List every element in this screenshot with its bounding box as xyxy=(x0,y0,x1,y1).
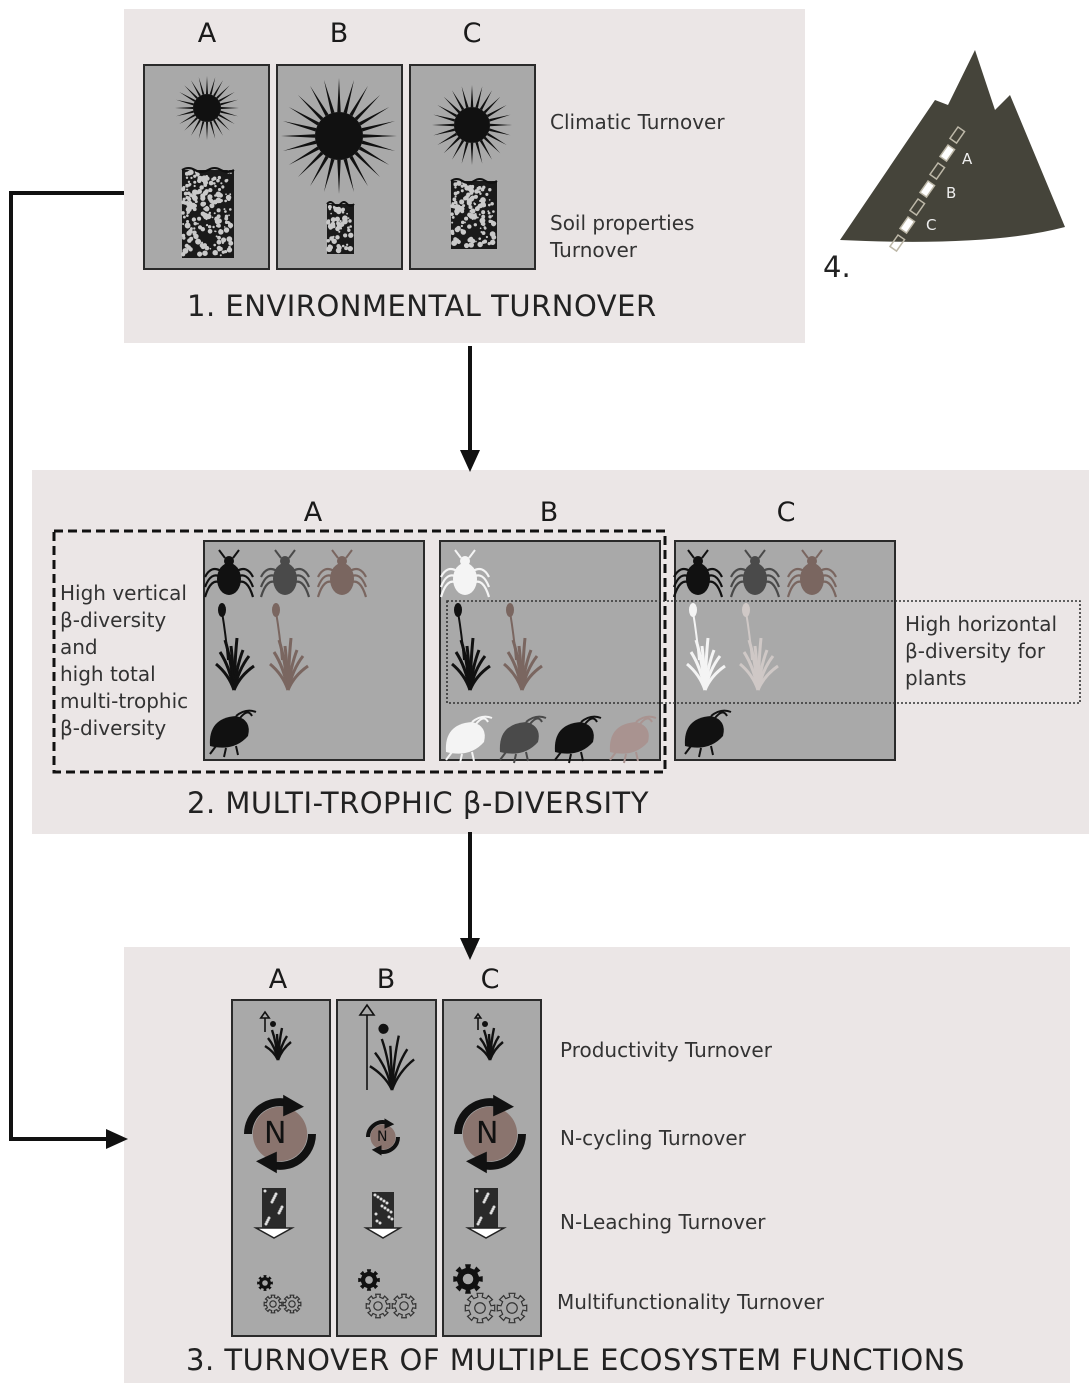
ecosystem-functions-title: 3. TURNOVER OF MULTIPLE ECOSYSTEM FUNCTI… xyxy=(186,1343,965,1377)
plant-icon xyxy=(215,603,255,691)
productivity-arrow-icon xyxy=(259,1010,271,1032)
funcs-column-b-header: B xyxy=(376,964,396,995)
n-symbol-c: N xyxy=(476,1116,499,1151)
mite-icon xyxy=(672,549,724,598)
env-column-c-header: C xyxy=(462,18,482,49)
n-leaching-icon xyxy=(465,1188,507,1239)
n-leaching-turnover-label: N-Leaching Turnover xyxy=(560,1210,766,1234)
n-cycling-icon xyxy=(454,1094,526,1174)
vertical-beta-diversity-note: High vertical β-diversity and high total… xyxy=(60,581,189,740)
arrow-1-to-3 xyxy=(9,191,128,1149)
plant-icon xyxy=(686,603,726,691)
mite-icon xyxy=(786,549,838,598)
mountain-site-c-label: C xyxy=(926,216,937,234)
gear-icon xyxy=(365,1293,391,1319)
site-marker-icon xyxy=(908,197,926,217)
mtd-column-b-header: B xyxy=(539,497,559,528)
horizontal-beta-diversity-note: High horizontal β-diversity for plants xyxy=(905,612,1058,690)
gear-icon xyxy=(263,1294,283,1314)
mite-icon xyxy=(316,549,368,598)
n-leaching-icon xyxy=(363,1192,403,1239)
soil-column-icon xyxy=(180,167,235,258)
multi-trophic-title: 2. MULTI-TROPHIC β-DIVERSITY xyxy=(187,786,649,820)
plant-icon xyxy=(503,603,543,691)
climatic-turnover-label: Climatic Turnover xyxy=(550,110,725,134)
beetle-icon xyxy=(209,709,257,758)
sun-icon xyxy=(175,76,239,140)
env-column-a-header: A xyxy=(197,18,217,49)
funcs-column-a-header: A xyxy=(268,964,288,995)
n-symbol-a: N xyxy=(264,1116,287,1151)
productivity-arrow-icon xyxy=(358,1003,376,1090)
mite-icon xyxy=(203,549,255,598)
mountain-icon xyxy=(840,50,1065,253)
funcs-column-c-header: C xyxy=(480,964,500,995)
site-marker-icon xyxy=(948,125,966,145)
site-marker-icon xyxy=(898,215,916,235)
beetle-icon xyxy=(499,715,547,764)
site-marker-icon xyxy=(938,143,956,163)
site-marker-icon xyxy=(918,179,936,199)
mite-icon xyxy=(729,549,781,598)
productivity-plant-icon xyxy=(476,1021,504,1061)
gear-icon xyxy=(358,1269,380,1291)
mtd-column-a-header: A xyxy=(303,497,323,528)
beetle-icon xyxy=(609,715,657,764)
arrow-2-to-3 xyxy=(460,832,480,960)
beetle-icon xyxy=(554,715,602,764)
gear-icon xyxy=(282,1294,302,1314)
n-cycling-icon xyxy=(366,1118,400,1156)
gear-icon xyxy=(257,1275,273,1291)
mountain-site-b-label: B xyxy=(946,184,957,202)
plant-icon xyxy=(451,603,491,691)
productivity-arrow-icon xyxy=(473,1012,483,1030)
mite-icon xyxy=(439,549,491,598)
productivity-plant-icon xyxy=(264,1021,292,1061)
sun-icon xyxy=(281,78,397,194)
env-column-b-header: B xyxy=(329,18,349,49)
environmental-turnover-title: 1. ENVIRONMENTAL TURNOVER xyxy=(187,289,657,323)
soil-column-icon xyxy=(450,178,498,249)
gear-icon xyxy=(391,1293,417,1319)
plant-icon xyxy=(269,603,309,691)
productivity-plant-icon xyxy=(369,1023,415,1091)
mtd-column-c-header: C xyxy=(776,497,796,528)
multifunctionality-turnover-label: Multifunctionality Turnover xyxy=(557,1290,824,1314)
mite-icon xyxy=(259,549,311,598)
gear-icon xyxy=(496,1292,528,1324)
mountain-figure-label: 4. xyxy=(823,250,851,284)
gear-icon xyxy=(464,1292,496,1324)
beetle-icon xyxy=(684,709,732,758)
site-marker-icon xyxy=(928,161,946,181)
arrow-1-to-2 xyxy=(460,346,480,472)
plant-icon xyxy=(739,603,779,691)
n-symbol-b: N xyxy=(377,1129,388,1145)
beetle-icon xyxy=(445,715,493,764)
n-cycling-turnover-label: N-cycling Turnover xyxy=(560,1126,746,1150)
n-leaching-icon xyxy=(253,1188,295,1239)
mountain-site-a-label: A xyxy=(962,150,973,168)
soil-column-icon xyxy=(326,201,355,254)
soil-properties-turnover-label: Soil properties Turnover xyxy=(550,211,695,262)
gear-icon xyxy=(453,1264,483,1294)
productivity-turnover-label: Productivity Turnover xyxy=(560,1038,772,1062)
mtd-box-c xyxy=(674,540,896,761)
n-cycling-icon xyxy=(244,1094,316,1174)
sun-icon xyxy=(432,85,512,165)
site-marker-icon xyxy=(888,233,906,253)
